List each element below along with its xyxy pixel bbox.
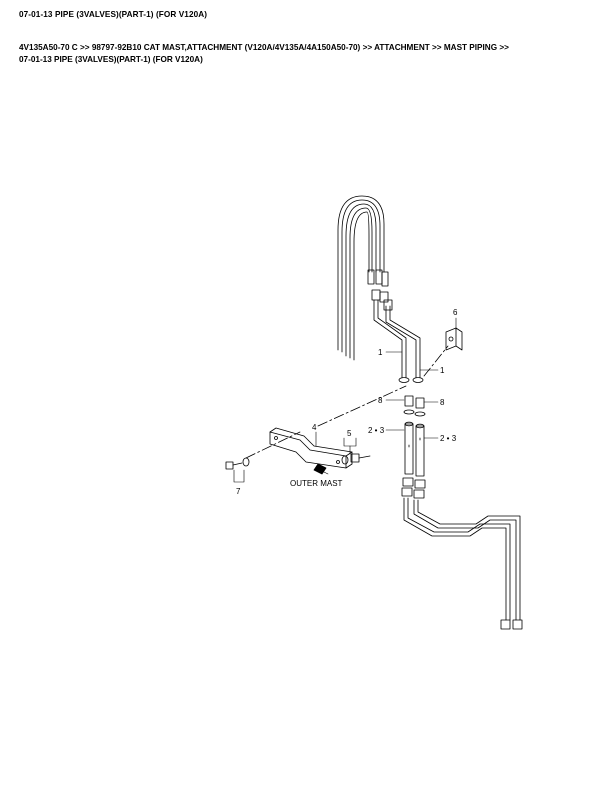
page-title: 07-01-13 PIPE (3VALVES)(PART-1) (FOR V12… <box>19 10 208 19</box>
breadcrumb-line-2: 07-01-13 PIPE (3VALVES)(PART-1) (FOR V12… <box>19 55 203 64</box>
callout-4: 4 <box>312 423 317 432</box>
center-line-right <box>423 345 449 377</box>
outer-mast-arrow <box>313 463 327 475</box>
callout-1-right: 1 <box>440 366 445 375</box>
breadcrumb: 4V135A50-70 C >> 98797-92B10 CAT MAST,AT… <box>19 42 599 66</box>
callout-6: 6 <box>453 308 458 317</box>
callout-8-right: 8 <box>440 398 445 407</box>
callout-2-3-left: 2 • 3 <box>368 426 385 435</box>
callout-5: 5 <box>347 429 352 438</box>
outer-mast-label: OUTER MAST <box>290 479 343 488</box>
pipe-2-3-pair <box>404 421 425 477</box>
pipe-1-right <box>385 305 424 383</box>
clamp-6 <box>445 327 463 351</box>
lower-fittings <box>401 477 426 499</box>
callout-1-left: 1 <box>378 348 383 357</box>
bolt-5 <box>341 453 371 465</box>
bolt-7 <box>225 457 250 470</box>
callout-2-3-right: 2 • 3 <box>440 434 457 443</box>
callout-7: 7 <box>236 487 241 496</box>
lower-pipes <box>403 497 523 630</box>
breadcrumb-line-1: 4V135A50-70 C >> 98797-92B10 CAT MAST,AT… <box>19 43 509 52</box>
leader-lines <box>233 317 457 483</box>
pipe-1-left <box>373 299 410 383</box>
upper-hose-loops <box>337 195 385 361</box>
fitting-8-pair <box>403 395 426 417</box>
bracket-4 <box>269 427 353 469</box>
center-line <box>245 385 407 459</box>
hose-fittings <box>367 269 393 311</box>
callout-8-left: 8 <box>378 396 383 405</box>
